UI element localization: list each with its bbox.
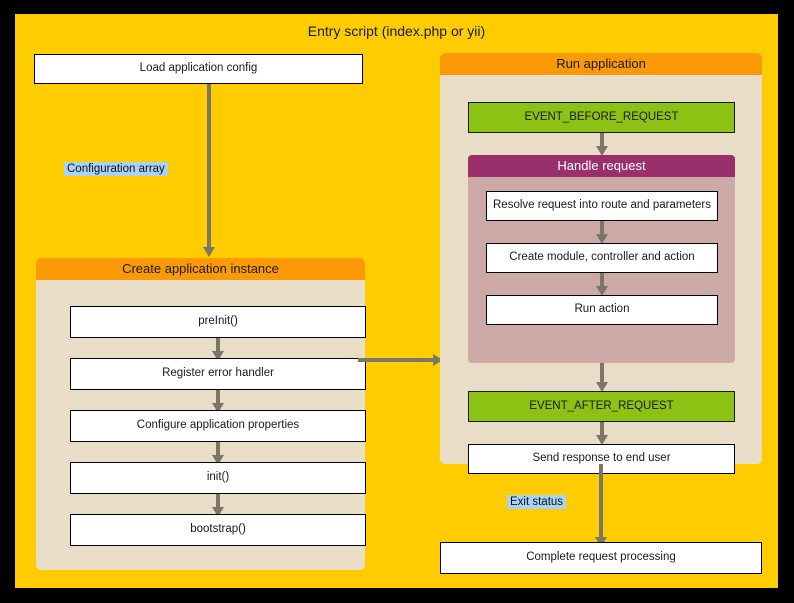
box-bootstrap[interactable]: bootstrap() [70,514,366,546]
edge-label-exit-status: Exit status [507,495,567,509]
box-complete-request-processing[interactable]: Complete request processing [440,542,762,574]
arrow-load-config-to-create-instance [207,84,211,248]
box-preinit[interactable]: preInit() [70,306,366,338]
box-register-error-handler[interactable]: Register error handler [70,358,366,390]
group-header-run-application: Run application [440,53,762,75]
arrow-handle-request-to-event-after-request [600,363,604,383]
entry-script-panel: Entry script (index.php or yii) Load app… [15,14,778,588]
arrow-event-before-request-to-handle-request [600,133,604,147]
diagram-title: Entry script (index.php or yii) [307,23,486,39]
group-create-application-instance: Create application instance preInit() Re… [36,258,366,570]
box-run-action[interactable]: Run action [486,295,718,325]
arrow-event-after-request-to-send-response [600,422,604,436]
edge-label-configuration-array: Configuration array [64,162,168,176]
arrow-create-instance-to-run-application [358,358,434,362]
group-handle-request: Handle request Resolve request into rout… [468,155,735,363]
group-header-create-application-instance: Create application instance [36,258,365,280]
box-create-module-controller-and-action[interactable]: Create module, controller and action [486,243,718,273]
group-run-application: Run application EVENT_BEFORE_REQUEST Han… [440,53,762,474]
box-load-application-config[interactable]: Load application config [34,54,363,84]
box-configure-application-properties[interactable]: Configure application properties [70,410,366,442]
box-resolve-request-into-route-and-parameters[interactable]: Resolve request into route and parameter… [486,191,718,221]
box-event-after-request[interactable]: EVENT_AFTER_REQUEST [468,391,735,422]
arrow-configure-properties-to-init [216,442,220,456]
group-header-handle-request: Handle request [468,155,735,177]
box-event-before-request[interactable]: EVENT_BEFORE_REQUEST [468,102,735,133]
arrow-run-application-to-complete-request-processing [599,464,603,538]
arrow-create-module-to-run-action [600,273,604,287]
arrow-preinit-to-register-error-handler [216,338,220,352]
arrow-resolve-request-to-create-module [600,221,604,235]
arrow-init-to-bootstrap [216,494,220,508]
arrow-register-error-handler-to-configure-properties [216,390,220,404]
box-init[interactable]: init() [70,462,366,494]
